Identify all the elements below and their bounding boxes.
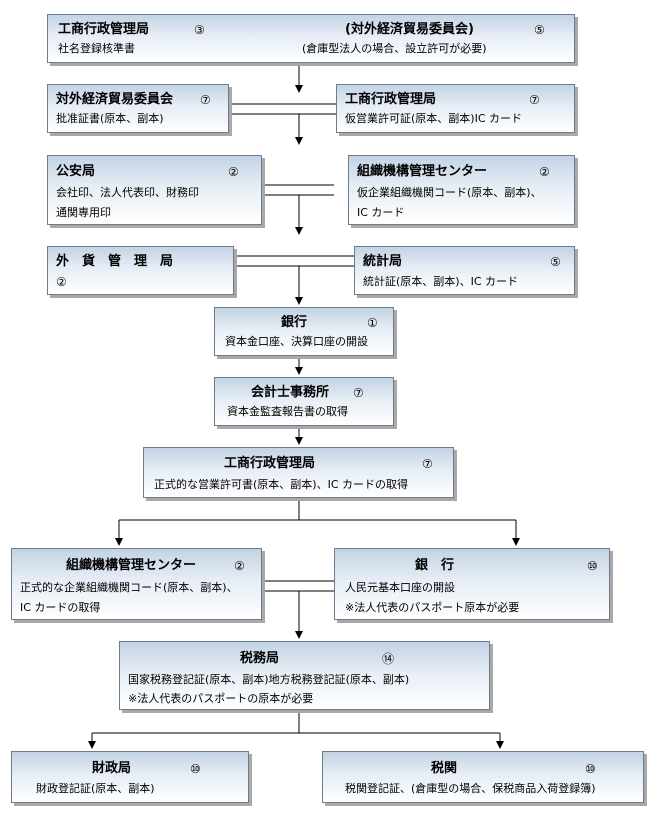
box-title: 公安局 — [56, 164, 96, 179]
organization-code-center-formal-box: 組織機構管理センター ② 正式的な企業組織機関コード(原本、副本)、 IC カー… — [11, 548, 262, 620]
box-line-1: 正式的な企業組織機関コード(原本、副本)、 — [20, 581, 238, 594]
box-line-1: 正式的な営業許可書(原本、副本)、IC カードの取得 — [154, 478, 409, 491]
statistics-bureau-box: 統計局 ⑤ 統計証(原本、副本)、IC カード — [354, 246, 575, 295]
step-days: ② — [234, 559, 245, 573]
box-line-1: 社名登録核準書 — [58, 42, 135, 55]
accounting-firm-box: 会計士事務所 ⑦ 資本金監査報告書の取得 — [214, 377, 394, 426]
box-line-1: 会社印、法人代表印、財務印 — [56, 186, 199, 199]
box-line-1: 資本金口座、決算口座の開設 — [225, 335, 368, 348]
box-title: 対外経済貿易委員会 — [56, 92, 174, 107]
box-title: 銀 行 — [415, 558, 455, 573]
box-line-1: 財政登記証(原本、副本) — [36, 782, 155, 795]
box-line-1: 仮企業組織機関コード(原本、副本)、 — [357, 186, 542, 199]
saic-temporary-license-box: 工商行政管理局 ⑦ 仮営業許可証(原本、副本)IC カード — [336, 84, 575, 133]
box-title: 工商行政管理局 — [58, 22, 150, 37]
box-title: 会計士事務所 — [251, 385, 330, 400]
box-line-1: 統計証(原本、副本)、IC カード — [363, 275, 519, 288]
box-title: 外 貨 管 理 局 — [56, 254, 174, 269]
step-days: ⑦ — [353, 386, 364, 400]
box-line-1: 人民元基本口座の開設 — [345, 581, 455, 594]
box-title: 工商行政管理局 — [224, 456, 316, 471]
bank-rmb-account-box: 銀 行 ⑩ 人民元基本口座の開設 ※法人代表のパスポート原本が必要 — [334, 548, 610, 620]
box-line-1: 資本金監査報告書の取得 — [227, 405, 348, 418]
step-days: ⑩ — [587, 559, 598, 573]
box-title: 銀行 — [281, 315, 308, 330]
saic-name-approval-box: 工商行政管理局 ③ (対外経済貿易委員会) ⑤ 社名登録核準書 (倉庫型法人の場… — [47, 14, 575, 63]
box-line-2: IC カード — [357, 206, 405, 219]
box-title: 税関 — [431, 761, 458, 776]
box-line-1: 国家税務登記証(原本、副本)地方税務登記証(原本、副本) — [128, 673, 410, 686]
step-days: ⑭ — [382, 652, 395, 666]
box-line-1: 仮営業許可証(原本、副本)IC カード — [345, 112, 523, 125]
step-days: ② — [539, 165, 550, 179]
box-line-1: 税関登記証、(倉庫型の場合、保税商品入荷登録簿) — [345, 782, 596, 795]
box-line-2: ※法人代表のパスポート原本が必要 — [345, 601, 520, 614]
foreign-trade-committee-box: 対外経済貿易委員会 ⑦ 批准証書(原本、副本) — [47, 84, 229, 133]
box-title: 統計局 — [363, 254, 403, 269]
box-title: 工商行政管理局 — [345, 92, 437, 107]
step-days: ⑩ — [190, 762, 201, 776]
box-title-secondary: (対外経済貿易委員会) — [345, 22, 474, 37]
box-line-2: 通関専用印 — [56, 206, 111, 219]
box-title: 税務局 — [240, 651, 280, 666]
saic-formal-license-box: 工商行政管理局 ⑦ 正式的な営業許可書(原本、副本)、IC カードの取得 — [143, 447, 454, 498]
step-days: ⑦ — [529, 93, 540, 107]
organization-code-center-temp-box: 組織機構管理センター ② 仮企業組織機関コード(原本、副本)、 IC カード — [348, 155, 575, 225]
step-days: ⑦ — [200, 93, 211, 107]
step-days: ③ — [194, 23, 205, 37]
tax-bureau-box: 税務局 ⑭ 国家税務登記証(原本、副本)地方税務登記証(原本、副本) ※法人代表… — [119, 641, 490, 710]
box-title: 財政局 — [92, 761, 132, 776]
box-line-2: ※法人代表のパスポートの原本が必要 — [128, 692, 314, 705]
customs-box: 税関 ⑩ 税関登記証、(倉庫型の場合、保税商品入荷登録簿) — [322, 751, 644, 803]
box-line-2: IC カードの取得 — [20, 601, 101, 614]
step-days-secondary: ⑤ — [534, 23, 545, 37]
step-days: ⑦ — [422, 457, 433, 471]
box-line-2: (倉庫型法人の場合、設立許可が必要) — [302, 42, 487, 55]
box-title: 組織機構管理センター — [357, 164, 488, 179]
step-days: ② — [228, 165, 239, 179]
step-days: ⑩ — [585, 762, 596, 776]
public-security-bureau-box: 公安局 ② 会社印、法人代表印、財務印 通関専用印 — [47, 155, 262, 225]
box-title: 組織機構管理センター — [66, 558, 197, 573]
step-days: ② — [56, 275, 67, 289]
step-days: ① — [367, 316, 378, 330]
foreign-exchange-bureau-box: 外 貨 管 理 局 ② — [47, 246, 234, 295]
box-line-1: 批准証書(原本、副本) — [56, 112, 164, 125]
finance-bureau-box: 財政局 ⑩ 財政登記証(原本、副本) — [11, 751, 249, 803]
step-days: ⑤ — [550, 255, 561, 269]
bank-capital-account-box: 銀行 ① 資本金口座、決算口座の開設 — [214, 307, 394, 356]
